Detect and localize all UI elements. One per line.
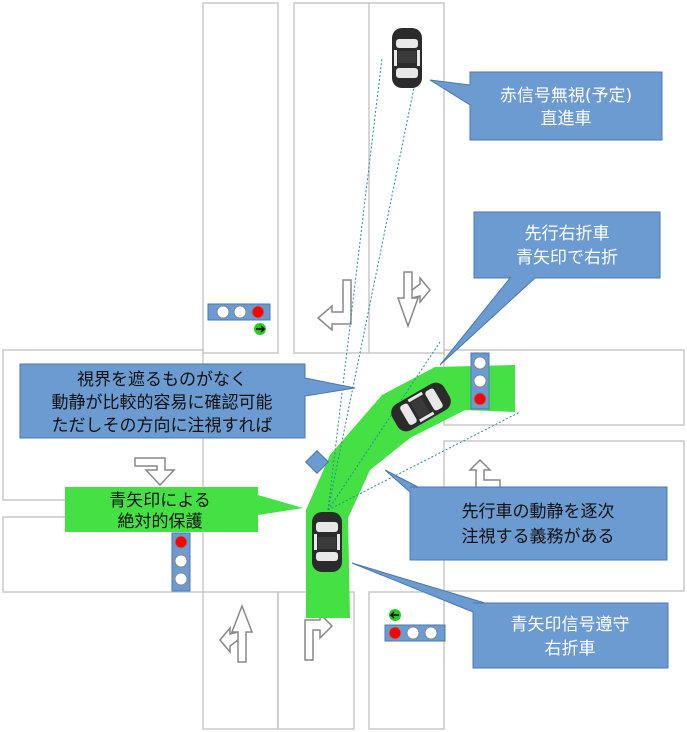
callout-visibility: 視界を遮るものがなく 動静が比較的容易に確認可能 ただしその方向に注視すれば (19, 363, 356, 439)
straight-right-arrow-icon (396, 271, 431, 329)
callout-arrow-protection: 青矢印による 絶対的保護 (65, 487, 303, 532)
right-road-arrow-icon (468, 458, 501, 489)
callout-lead-right-turn: 先行右折車 青矢印で右折 (439, 211, 661, 366)
callout-arrow-protection-line1: 青矢印による (109, 491, 211, 511)
left-road-arrow-icon (134, 457, 176, 487)
callout-lead-right-turn-line2: 青矢印で右折 (516, 248, 618, 268)
signal-right (470, 352, 490, 410)
right-turn-arrow-icon (304, 612, 334, 661)
callout-obeying-car: 青矢印信号遵守 右折車 (351, 562, 669, 669)
callout-obeying-car-line2: 右折車 (545, 639, 596, 659)
callout-visibility-line2: 動静が比較的容易に確認可能 (52, 393, 273, 413)
lane-bottom-right (368, 591, 445, 730)
callout-lead-car-duty: 先行車の動静を逐次 注視する義務がある (384, 469, 668, 561)
signal-bottom (384, 609, 446, 642)
callout-visibility-line3: ただしその方向に注視すれば (52, 416, 273, 436)
sight-lines (327, 57, 521, 511)
callout-lead-car-duty-line1: 先行車の動静を逐次 (462, 502, 615, 522)
car-obeying-right-turn (312, 512, 342, 572)
callout-arrow-protection-line2: 絶対的保護 (118, 512, 203, 532)
car-oncoming-red-runner (392, 28, 422, 88)
straight-left-arrow-icon (219, 603, 254, 663)
lane-top-left (202, 2, 279, 354)
callout-red-light-runner-line2: 直進車 (541, 109, 592, 129)
callout-lead-car-duty-line2: 注視する義務がある (462, 527, 615, 547)
right-turn-path (306, 365, 515, 618)
callout-visibility-line1: 視界を遮るものがなく (77, 370, 247, 390)
lane-arrows (134, 271, 501, 663)
callout-obeying-car-line1: 青矢印信号遵守 (511, 615, 630, 635)
signal-left (171, 532, 191, 592)
signal-top-left (207, 303, 271, 335)
obstruction-marker (304, 449, 330, 475)
callout-red-light-runner: 赤信号無視(予定) 直進車 (429, 71, 663, 141)
callout-red-light-runner-line1: 赤信号無視(予定) (500, 86, 632, 106)
turn-arrow-icon (316, 279, 352, 332)
callout-lead-right-turn-line1: 先行右折車 (525, 224, 610, 244)
